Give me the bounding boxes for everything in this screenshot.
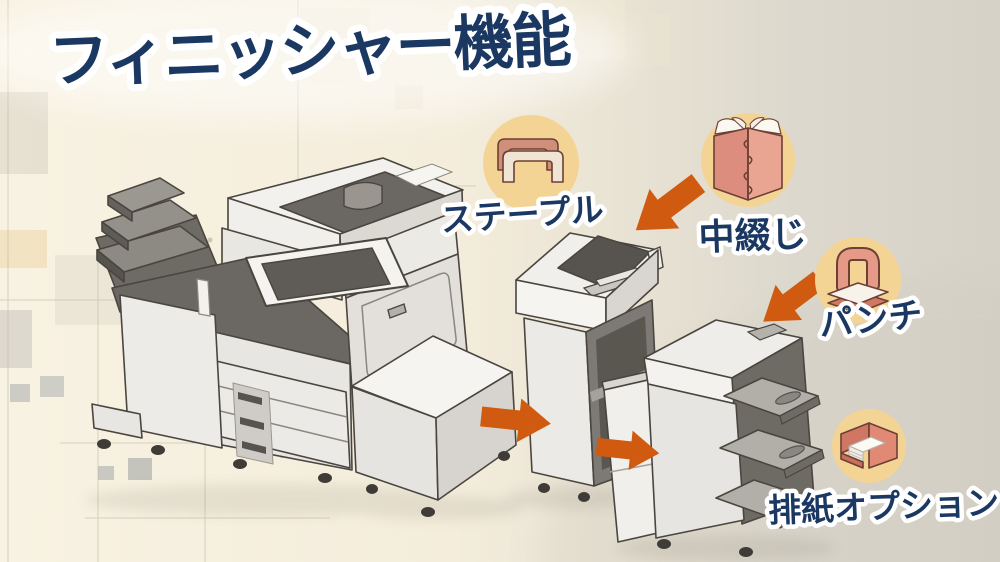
multi-tray-finisher	[601, 319, 825, 557]
cabinet-casters	[366, 451, 510, 517]
cap-notch	[746, 323, 788, 341]
paper-deck-cabinet	[351, 335, 517, 517]
punch-badge	[815, 237, 901, 323]
output-tray-1	[723, 377, 821, 425]
arrow-down-left-icon	[763, 271, 826, 322]
staple-badge	[483, 115, 579, 211]
saddle-stitch-badge	[701, 113, 795, 207]
door-handle	[387, 303, 407, 319]
staple-icon	[497, 138, 564, 183]
touchscreen	[260, 247, 392, 301]
arrow-right-icon	[480, 398, 551, 443]
drawer-handle	[240, 417, 264, 430]
adf-paper	[394, 163, 454, 187]
multifunction-printer	[91, 157, 468, 483]
output-tray-3	[715, 479, 819, 529]
arrow-down-left-icon	[635, 174, 706, 231]
output-option-badge	[832, 409, 906, 483]
drawer-handle	[238, 392, 262, 405]
feature-label-saddle-stitch: 中綴じ	[698, 213, 807, 258]
saddle-stitch-booklet-icon	[713, 117, 783, 201]
output-tray-2	[719, 429, 825, 479]
control-panel	[245, 237, 409, 307]
tower-tab	[196, 278, 211, 317]
left-finisher-tower	[119, 278, 223, 449]
finisher-tower-casters	[538, 483, 590, 502]
paper-drawers	[211, 359, 351, 469]
hole-punch-icon	[827, 247, 889, 314]
page-title: フィニッシャー機能	[48, 6, 572, 95]
tray-finisher-casters	[657, 507, 812, 557]
flow-arrows	[480, 174, 826, 471]
feature-label-output-option: 排紙オプション	[768, 484, 1000, 529]
adf-paper-guide	[343, 181, 383, 211]
printer-casters	[91, 403, 332, 483]
output-tray-icon	[840, 422, 898, 469]
arrow-right-icon	[595, 430, 660, 471]
drawer-handle	[242, 441, 266, 454]
title-glow	[0, 0, 630, 120]
